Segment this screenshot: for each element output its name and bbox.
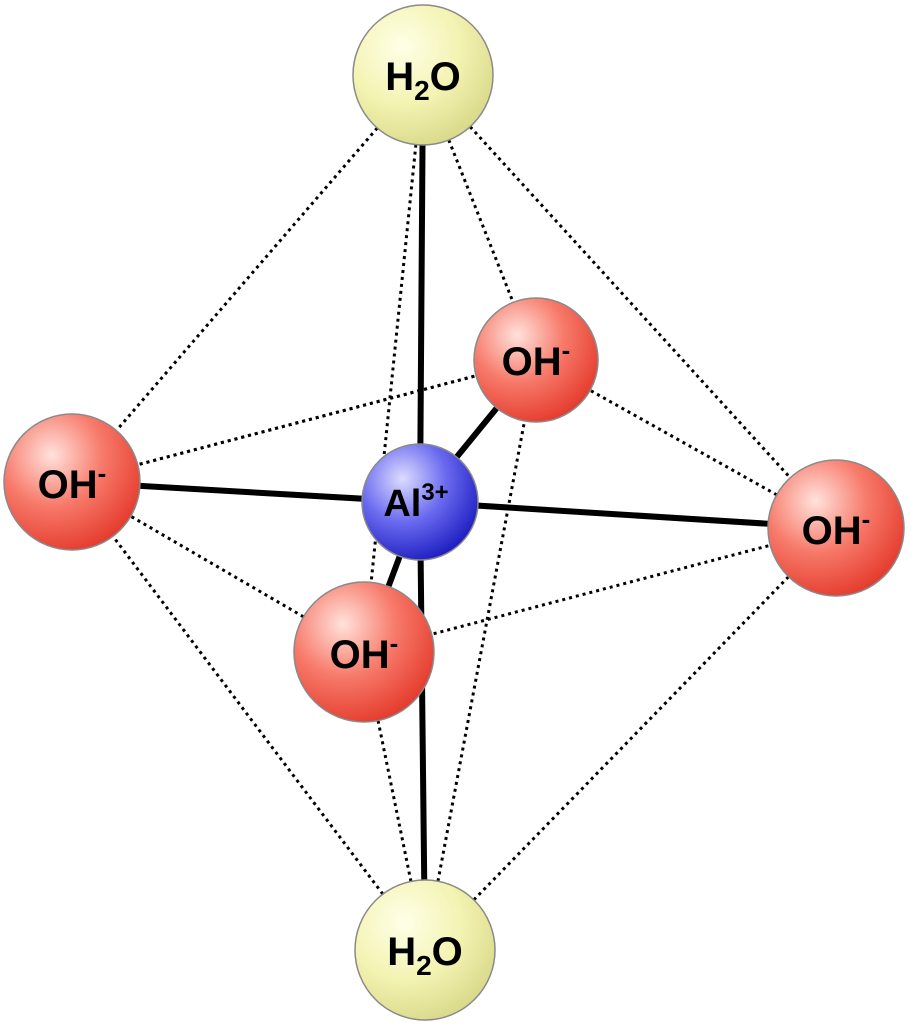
water-top-label: H2O	[385, 55, 461, 106]
hydroxide-back-label: OH-	[502, 335, 571, 384]
water-top-o: O	[430, 55, 461, 99]
dotted-edge-top-front	[362, 74, 425, 653]
aluminum-charge: 3+	[421, 479, 448, 506]
dotted-edge-bottom-right	[423, 526, 838, 952]
ligand-water-top: H2O	[352, 4, 494, 146]
hydroxide-front-sphere	[293, 581, 435, 723]
hydroxide-front-label: OH-	[330, 628, 399, 677]
bond-al-bottom	[417, 499, 428, 953]
hydroxide-back-main: OH	[502, 340, 562, 384]
hydroxide-left-main: OH	[38, 463, 98, 507]
water-top-sphere	[352, 4, 494, 146]
aluminum-symbol: Al	[383, 483, 421, 525]
hydroxide-right-sphere	[767, 459, 905, 597]
ligand-hydroxide-back: OH-	[473, 297, 599, 423]
bond-al-top	[417, 72, 426, 505]
hydroxide-back-sphere	[473, 297, 599, 423]
ligand-hydroxide-left: OH-	[3, 413, 141, 551]
dotted-edge-top-left	[70, 74, 425, 483]
hydroxide-left-sphere	[3, 413, 141, 551]
water-bottom-h: H	[387, 930, 416, 974]
dotted-edge-top-right	[421, 73, 838, 530]
ligand-hydroxide-front: OH-	[293, 581, 435, 723]
aluminum-label: Al3+	[383, 479, 448, 525]
dotted-edge-bottom-back	[423, 359, 538, 951]
water-bottom-o: O	[432, 930, 463, 974]
atoms: OH- Al3+ H2O OH- OH-	[3, 4, 905, 1021]
water-bottom-sphere	[354, 879, 496, 1021]
hydroxide-front-charge: -	[390, 628, 399, 658]
central-atom-aluminum: Al3+	[361, 443, 479, 561]
water-bottom-subscript: 2	[416, 950, 432, 981]
hydroxide-front-main: OH	[330, 633, 390, 677]
hydroxide-back-charge: -	[562, 335, 571, 365]
water-top-subscript: 2	[414, 75, 430, 106]
hydroxide-left-charge: -	[98, 458, 107, 488]
water-bottom-label: H2O	[387, 930, 463, 981]
ligand-water-bottom: H2O	[354, 879, 496, 1021]
hydroxide-right-charge: -	[862, 504, 871, 534]
water-top-h: H	[385, 55, 414, 99]
hydroxide-right-main: OH	[802, 509, 862, 553]
dotted-edge-right-front	[363, 526, 837, 654]
hydroxide-left-label: OH-	[38, 458, 107, 507]
dotted-edge-left-back-upper	[71, 358, 537, 484]
aluminum-sphere	[361, 443, 479, 561]
ligand-hydroxide-right: OH-	[767, 459, 905, 597]
hydroxide-right-label: OH-	[802, 504, 871, 553]
bond-al-right	[417, 499, 839, 531]
